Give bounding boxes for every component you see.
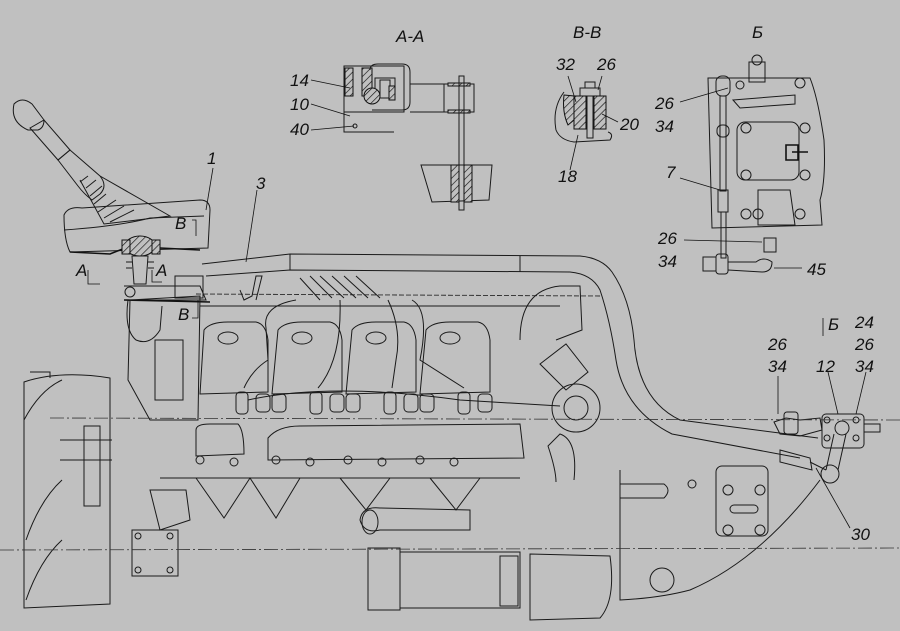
callout-34-gearbox-left: 34 (768, 357, 787, 376)
section-mark-a-right: A (156, 261, 168, 280)
callout-18: 18 (558, 167, 577, 186)
callout-45: 45 (807, 260, 826, 279)
callout-1: 1 (207, 149, 217, 168)
callout-3: 3 (256, 174, 266, 193)
callout-14: 14 (290, 71, 309, 90)
callout-26-view-b-bottom: 26 (658, 229, 677, 248)
shift-rod-drawing (201, 253, 819, 459)
section-mark-a-left: A (76, 261, 88, 280)
view-b-arrow-label: Б (828, 315, 840, 334)
cylinder-heads (199, 321, 491, 395)
shift-lever-drawing (12, 99, 211, 319)
view-b-title: Б (752, 23, 764, 42)
leader-lines (205, 75, 867, 529)
section-bb-drawing (554, 81, 613, 143)
callout-24: 24 (855, 313, 874, 332)
callout-34-view-b-top: 34 (655, 117, 674, 136)
callout-30: 30 (851, 525, 870, 544)
injectors (235, 391, 493, 415)
callout-32: 32 (556, 55, 575, 74)
callout-34-view-b-bottom: 34 (658, 252, 677, 271)
callout-10: 10 (290, 95, 309, 114)
section-mark-b-top: B (175, 214, 187, 233)
callout-26-bb: 26 (597, 55, 616, 74)
section-aa-drawing (343, 63, 493, 211)
engine-drawing (0, 275, 900, 621)
callout-34-gearbox-right: 34 (855, 357, 874, 376)
callout-26-gearbox-right: 26 (855, 335, 874, 354)
view-b-drawing (702, 54, 825, 275)
callout-40: 40 (290, 120, 309, 139)
gearbox-shift-mechanism (773, 411, 881, 484)
section-mark-b-bottom: B (178, 305, 190, 324)
callout-7: 7 (666, 163, 676, 182)
callout-26-gearbox-left: 26 (768, 335, 787, 354)
section-aa-title: A-A (396, 27, 425, 46)
section-bb-title: B-B (573, 23, 602, 42)
callout-20: 20 (620, 115, 639, 134)
callout-12: 12 (816, 357, 835, 376)
callout-26-view-b-top: 26 (655, 94, 674, 113)
